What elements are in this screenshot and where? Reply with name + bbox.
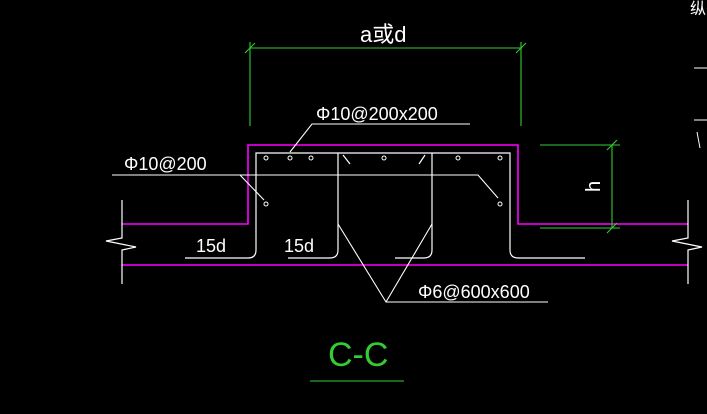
break-line-left — [105, 200, 137, 284]
rebar-inner-bent-right — [395, 153, 433, 259]
rebar-hook-right — [418, 154, 426, 165]
dim-width-tick-right — [515, 42, 527, 54]
break-line-right — [671, 200, 703, 284]
leader-bottom-bar-branch — [239, 174, 265, 201]
concrete-top-profile — [122, 144, 688, 225]
concrete-outline — [122, 144, 688, 266]
rebar-dot — [381, 155, 387, 161]
dim-width-tick-left — [244, 42, 256, 54]
rebar-hook-left — [342, 154, 351, 165]
rebar-dots — [263, 155, 503, 207]
width-dimension-label: a或d — [360, 22, 406, 47]
rebar-dot — [263, 201, 269, 207]
dimensions — [244, 42, 620, 382]
rebar-dot — [497, 155, 503, 161]
edge-mark — [696, 131, 701, 149]
edge-marks — [694, 67, 707, 149]
rebar-dot — [308, 155, 314, 161]
edge-text: 纵 — [690, 0, 706, 18]
dim-height-tick-top — [606, 139, 618, 151]
rebar — [185, 152, 585, 259]
rebar-outer-u — [185, 152, 585, 259]
tie-bar-label: Φ6@600x600 — [418, 282, 530, 302]
anchor-right-label: 15d — [284, 236, 314, 256]
rebar-dot — [455, 155, 461, 161]
rebar-inner-bent-left — [288, 153, 339, 259]
leader-top-mesh — [289, 123, 470, 153]
dim-height-tick-bottom — [606, 222, 618, 234]
rebar-dot — [287, 155, 293, 161]
anchor-left-label: 15d — [196, 236, 226, 256]
rebar-dot — [497, 201, 503, 207]
top-mesh-label: Φ10@200x200 — [316, 104, 438, 124]
leader-tie-bar-branch — [385, 223, 433, 303]
bottom-bar-label: Φ10@200 — [124, 154, 207, 174]
leader-bottom-bar — [112, 174, 499, 199]
leaders — [112, 123, 548, 303]
break-lines — [105, 200, 703, 284]
height-dimension-label: h — [583, 181, 605, 192]
section-title: C-C — [328, 336, 388, 374]
rebar-dot — [263, 155, 269, 161]
